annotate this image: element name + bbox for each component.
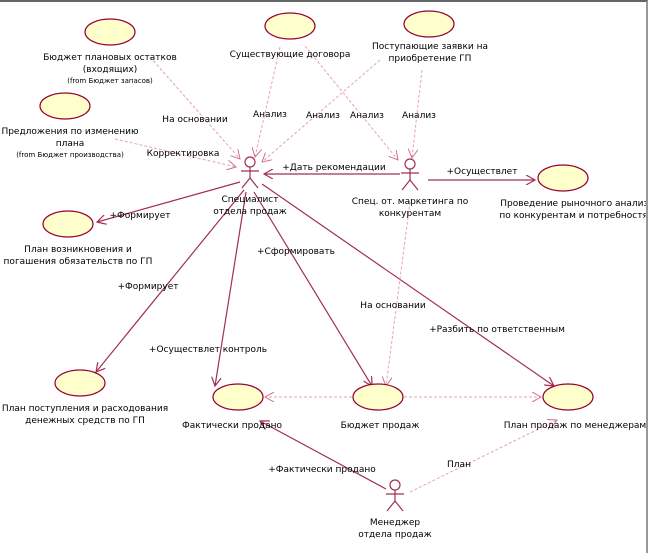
- use-case-ellipse[interactable]: [352, 383, 404, 411]
- use-case-label: Поступающие заявки на: [372, 42, 488, 52]
- dependency-requests-to-marketing[interactable]: Анализ: [402, 69, 436, 158]
- relation-label: На основании: [360, 301, 426, 311]
- use-case-label: План поступления и расходования: [2, 404, 168, 414]
- use-case-market-analysis[interactable]: Проведение рыночного анализа по конкурент…: [499, 164, 648, 221]
- dependency-manager-to-plan_managers[interactable]: План: [409, 420, 557, 493]
- relation-label: +Дать рекомендации: [282, 163, 386, 173]
- actor-label: Специалист: [222, 195, 279, 205]
- use-case-label: (входящих): [83, 65, 137, 75]
- use-case-ellipse[interactable]: [403, 10, 455, 38]
- relation-label: +Разбить по ответственным: [429, 325, 565, 335]
- use-case-label: погашения обязательств по ГП: [4, 257, 153, 267]
- use-case-label: плана: [56, 139, 85, 149]
- use-case-requests[interactable]: Поступающие заявки на приобретение ГП: [372, 10, 488, 64]
- relation-label: План: [447, 460, 471, 470]
- use-case-label: Проведение рыночного анализа: [500, 199, 648, 209]
- relation-line[interactable]: [215, 191, 247, 386]
- use-case-note: (from Бюджет запасов): [67, 77, 153, 85]
- relation-line[interactable]: [262, 59, 381, 162]
- relation-label: +Формирует: [118, 282, 179, 292]
- use-case-contracts[interactable]: Существующие договора: [230, 12, 351, 60]
- use-case-label: План возникновения и: [24, 245, 132, 255]
- dependency-contracts-to-specialist[interactable]: Анализ: [253, 46, 287, 157]
- use-case-label: Предложения по изменению: [1, 127, 139, 137]
- relation-label: Анализ: [350, 111, 384, 121]
- association-marketing-to-specialist[interactable]: +Дать рекомендации: [264, 163, 400, 174]
- association-manager-to-actual_sold[interactable]: +Фактически продано: [260, 421, 387, 490]
- actor-label: отдела продаж: [358, 530, 432, 540]
- actor-specialist[interactable]: Специалист отдела продаж: [213, 156, 287, 217]
- use-case-ellipse[interactable]: [42, 210, 94, 238]
- relation-label: +Осуществлет: [447, 167, 518, 177]
- actor-marketing[interactable]: Спец. от. маркетинга по конкурентам: [352, 158, 469, 219]
- relation-label: На основании: [162, 115, 228, 125]
- relation-line[interactable]: [149, 56, 240, 159]
- actor-label: конкурентам: [379, 209, 441, 219]
- use-case-note: (from Бюджет производства): [16, 151, 124, 159]
- relation-line[interactable]: [97, 181, 241, 222]
- association-specialist-to-plan_cash[interactable]: +Формирует: [96, 189, 245, 372]
- use-case-label: денежных средств по ГП: [25, 416, 145, 426]
- relation-label: +Фактически продано: [268, 465, 376, 475]
- actor-stick-figure-icon: [241, 156, 259, 189]
- use-case-label: Существующие договора: [230, 50, 351, 60]
- use-case-label: Бюджет плановых остатков: [43, 53, 177, 63]
- relation-line[interactable]: [255, 46, 281, 157]
- relation-label: Анализ: [402, 111, 436, 121]
- relation-line[interactable]: [114, 138, 236, 167]
- relation-line[interactable]: [409, 420, 557, 493]
- use-case-ellipse[interactable]: [264, 12, 316, 40]
- actor-label: Спец. от. маркетинга по: [352, 197, 469, 207]
- use-case-label: Фактически продано: [182, 421, 282, 431]
- relation-line[interactable]: [253, 191, 372, 386]
- actor-manager[interactable]: Менеджер отдела продаж: [358, 479, 432, 540]
- dependency-contracts-to-marketing[interactable]: Анализ: [304, 45, 398, 160]
- use-case-ellipse[interactable]: [54, 369, 106, 397]
- dependency-proposals-to-specialist[interactable]: Корректировка: [114, 138, 236, 167]
- use-case-ellipse[interactable]: [84, 18, 136, 46]
- use-case-ellipse[interactable]: [39, 92, 91, 120]
- actor-stick-figure-icon: [386, 479, 404, 512]
- use-case-sales-budget[interactable]: Бюджет продаж: [341, 383, 420, 431]
- actor-label: Менеджер: [370, 518, 421, 528]
- relation-label: +Сформировать: [257, 247, 335, 257]
- use-case-ellipse[interactable]: [212, 383, 264, 411]
- relation-line[interactable]: [261, 183, 554, 386]
- dependency-budget_rest-to-specialist[interactable]: На основании: [149, 56, 240, 159]
- relation-line[interactable]: [386, 201, 411, 386]
- relation-label: +Осуществлет контроль: [149, 345, 267, 355]
- dependency-requests-to-specialist[interactable]: Анализ: [262, 59, 381, 162]
- relation-label: Корректировка: [147, 149, 220, 159]
- relation-line[interactable]: [304, 45, 398, 160]
- actor-stick-figure-icon: [401, 158, 419, 191]
- dependency-marketing-to-sales_budget[interactable]: На основании: [360, 201, 426, 386]
- relation-label: +Формирует: [110, 211, 171, 221]
- use-case-plan-cash[interactable]: План поступления и расходования денежных …: [2, 369, 168, 426]
- relation-label: Анализ: [253, 110, 287, 120]
- use-case-actual-sold[interactable]: Фактически продано: [182, 383, 282, 431]
- association-specialist-to-sales_budget[interactable]: +Сформировать: [253, 191, 372, 386]
- association-marketing-to-market_analysis[interactable]: +Осуществлет: [428, 167, 535, 180]
- use-case-ellipse[interactable]: [537, 164, 589, 192]
- use-case-label: План продаж по менеджерам: [504, 421, 646, 431]
- use-case-label: по конкурентам и потребностям: [499, 211, 648, 221]
- relation-line[interactable]: [260, 421, 387, 490]
- association-specialist-to-plan_managers[interactable]: +Разбить по ответственным: [261, 183, 565, 386]
- use-case-label: Бюджет продаж: [341, 421, 420, 431]
- use-case-label: приобретение ГП: [389, 54, 472, 64]
- use-case-plan-managers[interactable]: План продаж по менеджерам: [504, 383, 646, 431]
- actor-label: отдела продаж: [213, 207, 287, 217]
- use-case-ellipse[interactable]: [542, 383, 594, 411]
- relation-line[interactable]: [96, 189, 245, 372]
- relation-label: Анализ: [306, 111, 340, 121]
- use-case-proposals[interactable]: Предложения по изменению плана (from Бюдже…: [1, 92, 139, 159]
- use-case-plan-obligations[interactable]: План возникновения и погашения обязательс…: [4, 210, 153, 267]
- association-specialist-to-actual_sold[interactable]: +Осуществлет контроль: [149, 191, 267, 386]
- use-case-budget-rest[interactable]: Бюджет плановых остатков (входящих) (from …: [43, 18, 177, 85]
- association-specialist-to-plan_obligations[interactable]: +Формирует: [97, 181, 241, 222]
